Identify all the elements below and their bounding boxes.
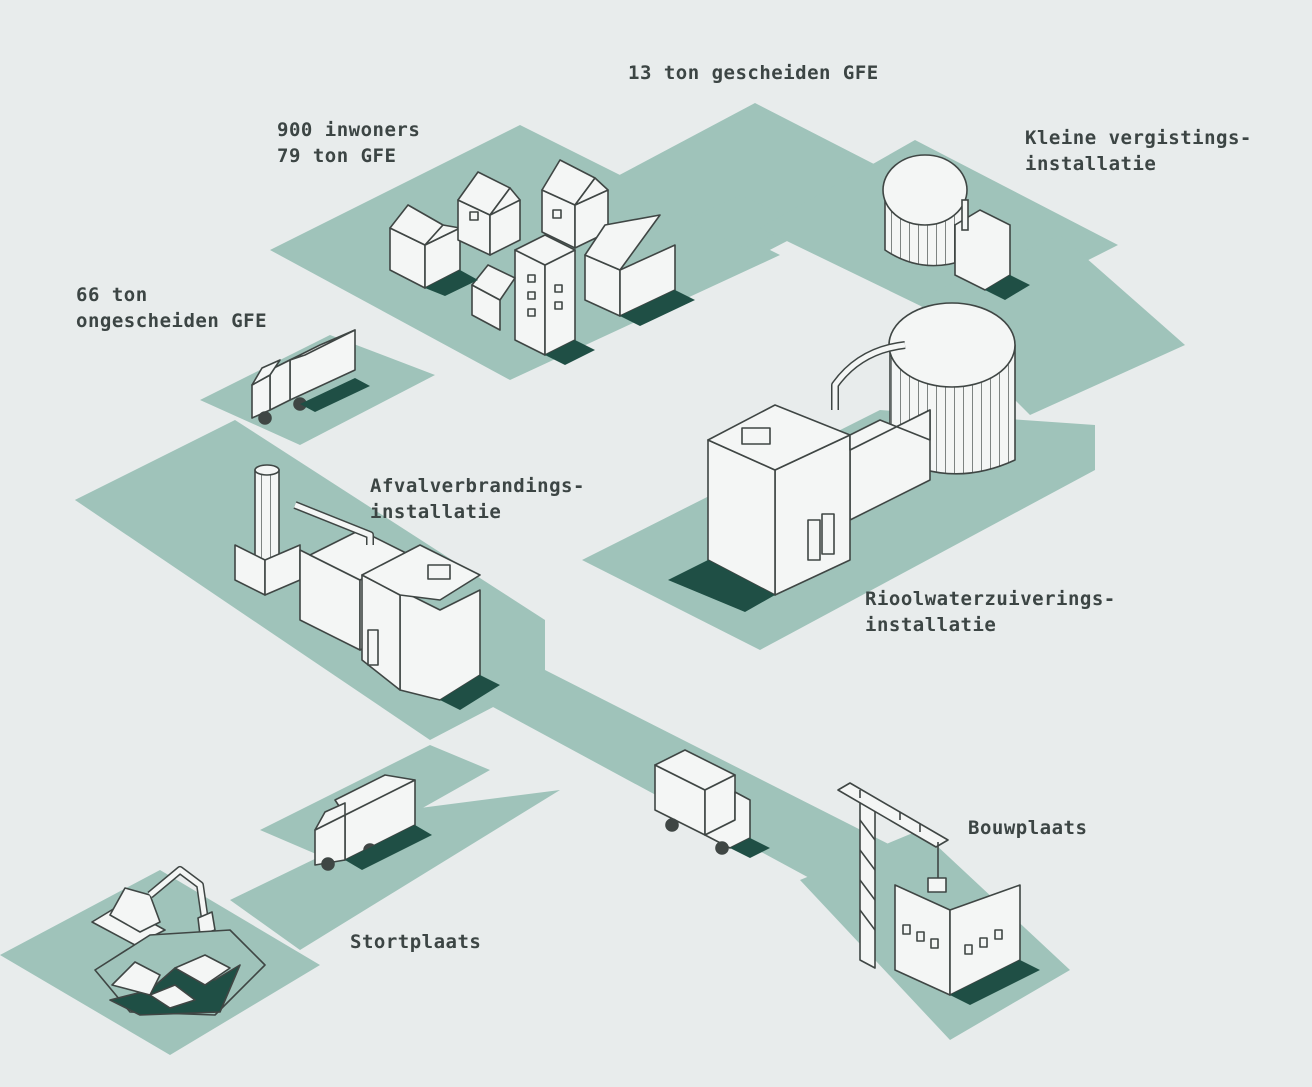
label-line: installatie <box>865 614 997 636</box>
label-bouwplaats: Bouwplaats <box>968 815 1087 841</box>
garbage-truck-icon <box>314 774 432 871</box>
garbage-truck-icon <box>654 749 770 858</box>
label-line: 900 inwoners <box>277 119 421 141</box>
wastewater-plant-icon <box>668 302 1016 612</box>
label-line: 79 ton GFE <box>277 145 397 167</box>
houses-icon <box>389 159 695 365</box>
path-loop-return <box>685 195 800 248</box>
label-afvalverbrandingsinstallatie: Afvalverbrandings- installatie <box>370 473 585 525</box>
path-landfill-strip <box>230 790 560 950</box>
label-line: 66 ton <box>76 284 148 306</box>
label-line: Bouwplaats <box>968 817 1088 839</box>
label-line: installatie <box>1025 153 1157 175</box>
label-rioolwaterzuiveringsinstallatie: Rioolwaterzuiverings- installatie <box>865 586 1116 638</box>
label-line: Rioolwaterzuiverings- <box>865 588 1116 610</box>
label-line: ongescheiden GFE <box>76 310 268 332</box>
label-line: 13 ton gescheiden GFE <box>628 62 879 84</box>
label-line: Afvalverbrandings- <box>370 475 585 497</box>
label-ongescheiden-gfe: 66 ton ongescheiden GFE <box>76 282 267 334</box>
digester-tank-icon <box>882 154 1030 300</box>
label-inwoners: 900 inwoners 79 ton GFE <box>277 117 420 169</box>
excavator-icon <box>91 866 216 946</box>
label-line: installatie <box>370 501 502 523</box>
label-stortplaats: Stortplaats <box>350 929 481 955</box>
construction-crane-icon <box>837 782 1040 1005</box>
landfill-rocks-icon <box>94 929 266 1016</box>
label-gescheiden-gfe: 13 ton gescheiden GFE <box>628 60 879 86</box>
incinerator-plant-icon <box>234 464 500 710</box>
garbage-truck-icon <box>251 329 370 425</box>
label-vergistingsinstallatie: Kleine vergistings- installatie <box>1025 125 1252 177</box>
label-line: Stortplaats <box>350 931 482 953</box>
label-line: Kleine vergistings- <box>1025 127 1252 149</box>
